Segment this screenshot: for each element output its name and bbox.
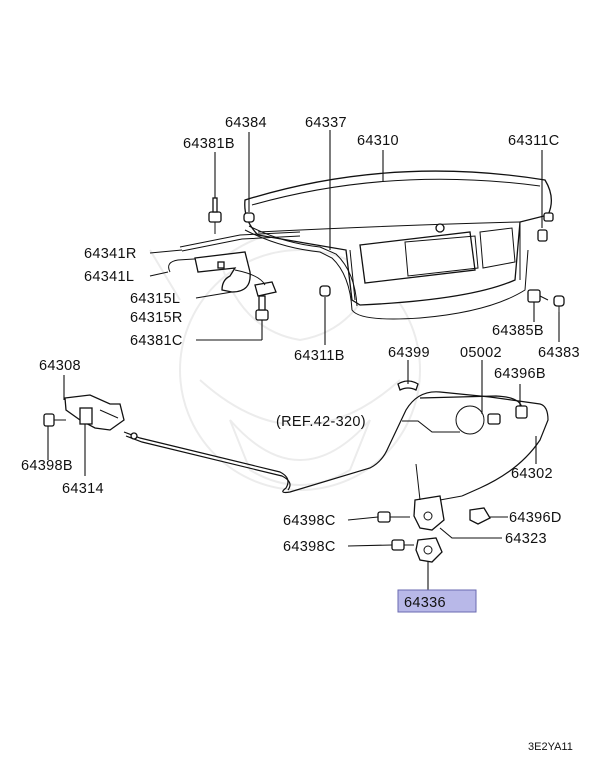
release-lever-64314[interactable]	[64, 394, 125, 431]
hinge-64315[interactable]	[194, 251, 277, 297]
trunk-lid-64310[interactable]	[244, 170, 552, 306]
latch-64323[interactable]	[413, 463, 463, 531]
label-64398B[interactable]: 64398B	[21, 458, 73, 474]
label-64385B[interactable]: 64385B	[492, 323, 544, 339]
label-64311B[interactable]: 64311B	[294, 348, 345, 364]
label-64384[interactable]: 64384	[225, 115, 267, 131]
clip-64396B[interactable]	[515, 405, 528, 419]
label-64396D[interactable]: 64396D	[509, 510, 562, 526]
torsion-bar-64341[interactable]	[168, 231, 301, 273]
clip-64396D[interactable]	[469, 507, 491, 525]
clip-05002[interactable]	[455, 405, 501, 435]
label-64396B[interactable]: 64396B	[494, 366, 546, 382]
diagram-code: 3E2YA11	[528, 741, 573, 753]
label-05002[interactable]: 05002	[460, 345, 502, 361]
label-64311C[interactable]: 64311C	[508, 133, 560, 149]
plug-64384[interactable]	[243, 212, 255, 223]
label-64381B[interactable]: 64381B	[183, 136, 235, 152]
label-64315L[interactable]: 64315L	[130, 291, 180, 307]
bolt-64398C-lower[interactable]	[391, 539, 414, 551]
label-64310[interactable]: 64310	[357, 133, 399, 149]
leader-lines	[47, 130, 560, 590]
clip-64385B[interactable]	[527, 289, 549, 303]
label-64341R[interactable]: 64341R	[84, 246, 137, 262]
ref-label[interactable]: (REF.42-320)	[276, 414, 366, 430]
label-64302[interactable]: 64302	[511, 466, 553, 482]
label-64383[interactable]: 64383	[538, 345, 580, 361]
bolt-64381B[interactable]	[208, 197, 222, 234]
weatherstrip-64337[interactable]	[244, 225, 529, 320]
clamp-64399[interactable]	[397, 380, 419, 391]
label-64337[interactable]: 64337	[305, 115, 347, 131]
bumper-64311B[interactable]	[319, 285, 331, 297]
label-64314[interactable]: 64314	[62, 481, 104, 497]
bolt-64398B[interactable]	[43, 413, 66, 427]
striker-64336[interactable]	[415, 537, 443, 563]
label-64398C-upper[interactable]: 64398C	[283, 513, 336, 529]
bolt-64398C-upper[interactable]	[377, 511, 410, 523]
label-64336[interactable]: 64336	[404, 595, 446, 611]
bumper-64311C[interactable]	[537, 212, 554, 242]
label-64399[interactable]: 64399	[388, 345, 430, 361]
screw-64383[interactable]	[553, 295, 565, 312]
bolt-64381C[interactable]	[255, 295, 269, 321]
label-64381C[interactable]: 64381C	[130, 333, 183, 349]
label-64398C-lower[interactable]: 64398C	[283, 539, 336, 555]
label-64308[interactable]: 64308	[39, 358, 81, 374]
cable-64302[interactable]	[123, 391, 549, 497]
part-labels: 64384 64337 64310 64311C 64381B 64341R 6…	[21, 115, 580, 753]
label-64323[interactable]: 64323	[505, 531, 547, 547]
label-64315R[interactable]: 64315R	[130, 310, 183, 326]
label-64341L[interactable]: 64341L	[84, 269, 134, 285]
highlight-box-64336[interactable]	[397, 589, 477, 613]
